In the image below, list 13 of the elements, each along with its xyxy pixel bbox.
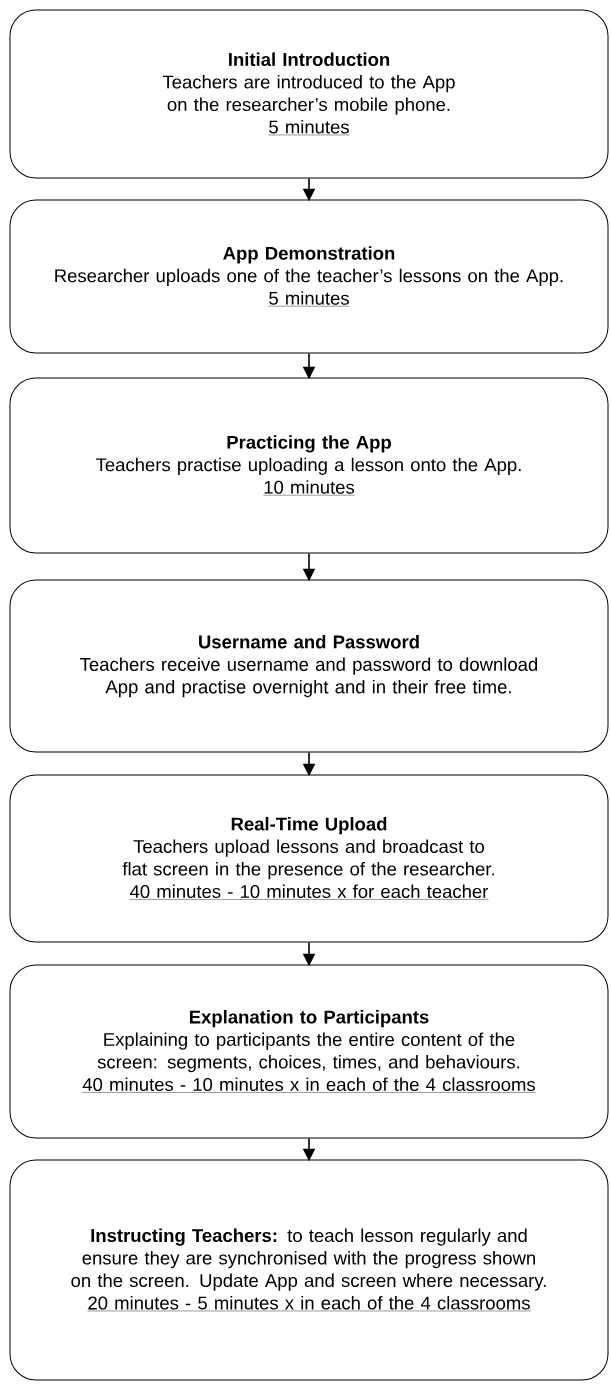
arrow [302, 352, 315, 379]
process-box: Practicing the App Teachers practise uploading a lesson onto the App. 10 minutes [9, 377, 609, 554]
arrow [302, 1137, 315, 1161]
process-box: Instructing Teachers: to teach lesson regularly and ensure they are synchronised with the progress shown on the screen. Update App and screen where necessary. 20 minutes - 5 minutes x in each of the 4 classrooms [9, 1159, 609, 1381]
arrow [302, 751, 315, 776]
process-box: Username and Password Teachers receive username and password to download App and practise overnight and in their free time. [9, 579, 609, 753]
arrow [302, 552, 315, 581]
process-box: Real-Time Upload Teachers upload lessons and broadcast to flat screen in the presence of the researcher. 40 minutes - 10 minutes x for each teacher [9, 774, 609, 943]
process-box: App Demonstration Researcher uploads one of the teacher’s lessons on the App. 5 minutes [9, 199, 609, 354]
process-box: Initial Introduction Teachers are introduced to the App on the researcher’s mobile phone. 5 minutes [9, 9, 609, 179]
arrow [302, 177, 315, 201]
process-box: Explanation to Participants Explaining to participants the entire content of the screen: segments, choices, times, and behaviours. 40 minutes - 10 minutes x in each of the 4 classrooms [9, 964, 609, 1139]
arrow [302, 941, 315, 966]
